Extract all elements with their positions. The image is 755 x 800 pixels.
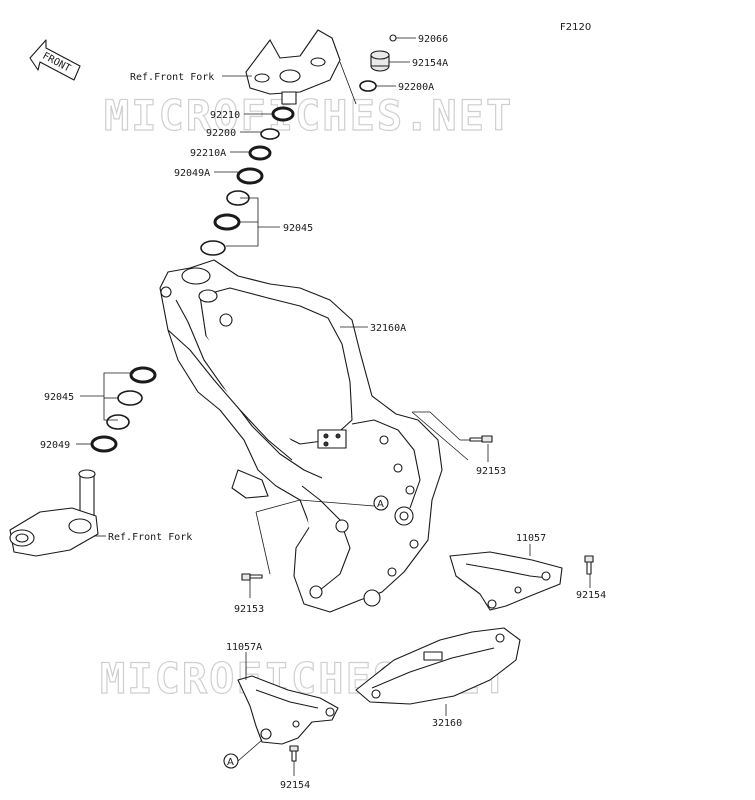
- front-arrow-icon: FRONT: [29, 39, 81, 81]
- part-92049A: [236, 167, 264, 185]
- part-92045-left-c: [106, 414, 130, 430]
- callout-92045-left: 92045: [44, 392, 74, 403]
- callout-92210: 92210: [210, 110, 240, 121]
- bolt-92153-right: [469, 435, 493, 443]
- callout-11057A: 11057A: [226, 642, 262, 653]
- part-92049-ring: [90, 435, 118, 453]
- callout-92153-right: 92153: [476, 466, 506, 477]
- bracket-11057A: [237, 675, 339, 745]
- reference-marker-a-bottom: A: [223, 753, 239, 769]
- callout-92153-bottom: 92153: [234, 604, 264, 615]
- part-92200A: [359, 80, 377, 92]
- part-92045-top-c: [200, 240, 226, 256]
- part-92210A: [248, 145, 272, 161]
- svg-text:A: A: [227, 757, 234, 768]
- callout-92200: 92200: [206, 128, 236, 139]
- callout-32160A: 32160A: [370, 323, 406, 334]
- callout-92200A: 92200A: [398, 82, 434, 93]
- reference-marker-a-top: A: [373, 495, 389, 511]
- callout-ref-front-fork-bottom: Ref.Front Fork: [108, 532, 192, 543]
- bracket-11057: [449, 551, 563, 611]
- watermark-top: MICROFICHES.NET: [104, 91, 513, 140]
- main-frame-32160A: [159, 259, 443, 613]
- part-92045-top-b: [213, 213, 241, 231]
- callout-92049: 92049: [40, 440, 70, 451]
- callout-32160: 32160: [432, 718, 462, 729]
- bolt-92154-right: [584, 555, 594, 575]
- callout-92154-bottom: 92154: [280, 780, 310, 791]
- leader-lines: [76, 37, 591, 776]
- callout-92210A: 92210A: [190, 148, 226, 159]
- callout-92154A: 92154A: [412, 58, 448, 69]
- svg-text:A: A: [377, 499, 384, 510]
- part-92154A: [370, 50, 390, 72]
- bolt-92153-bottom: [241, 573, 263, 581]
- callout-ref-front-fork-top: Ref.Front Fork: [130, 72, 214, 83]
- lower-bracket: [9, 469, 99, 557]
- callout-92154-right: 92154: [576, 590, 606, 601]
- part-92200: [260, 128, 280, 140]
- bolt-92154-bottom: [289, 745, 299, 762]
- part-92066: [389, 34, 397, 42]
- callout-92049A: 92049A: [174, 168, 210, 179]
- callout-92066: 92066: [418, 34, 448, 45]
- part-92210: [271, 106, 295, 122]
- part-92045-left-a: [129, 366, 157, 384]
- upper-bracket: [245, 29, 341, 105]
- figure-code: F2120: [560, 22, 591, 33]
- callout-92045-top: 92045: [283, 223, 313, 234]
- guard-32160: [355, 627, 521, 705]
- part-92045-left-b: [117, 390, 143, 406]
- callout-11057: 11057: [516, 533, 546, 544]
